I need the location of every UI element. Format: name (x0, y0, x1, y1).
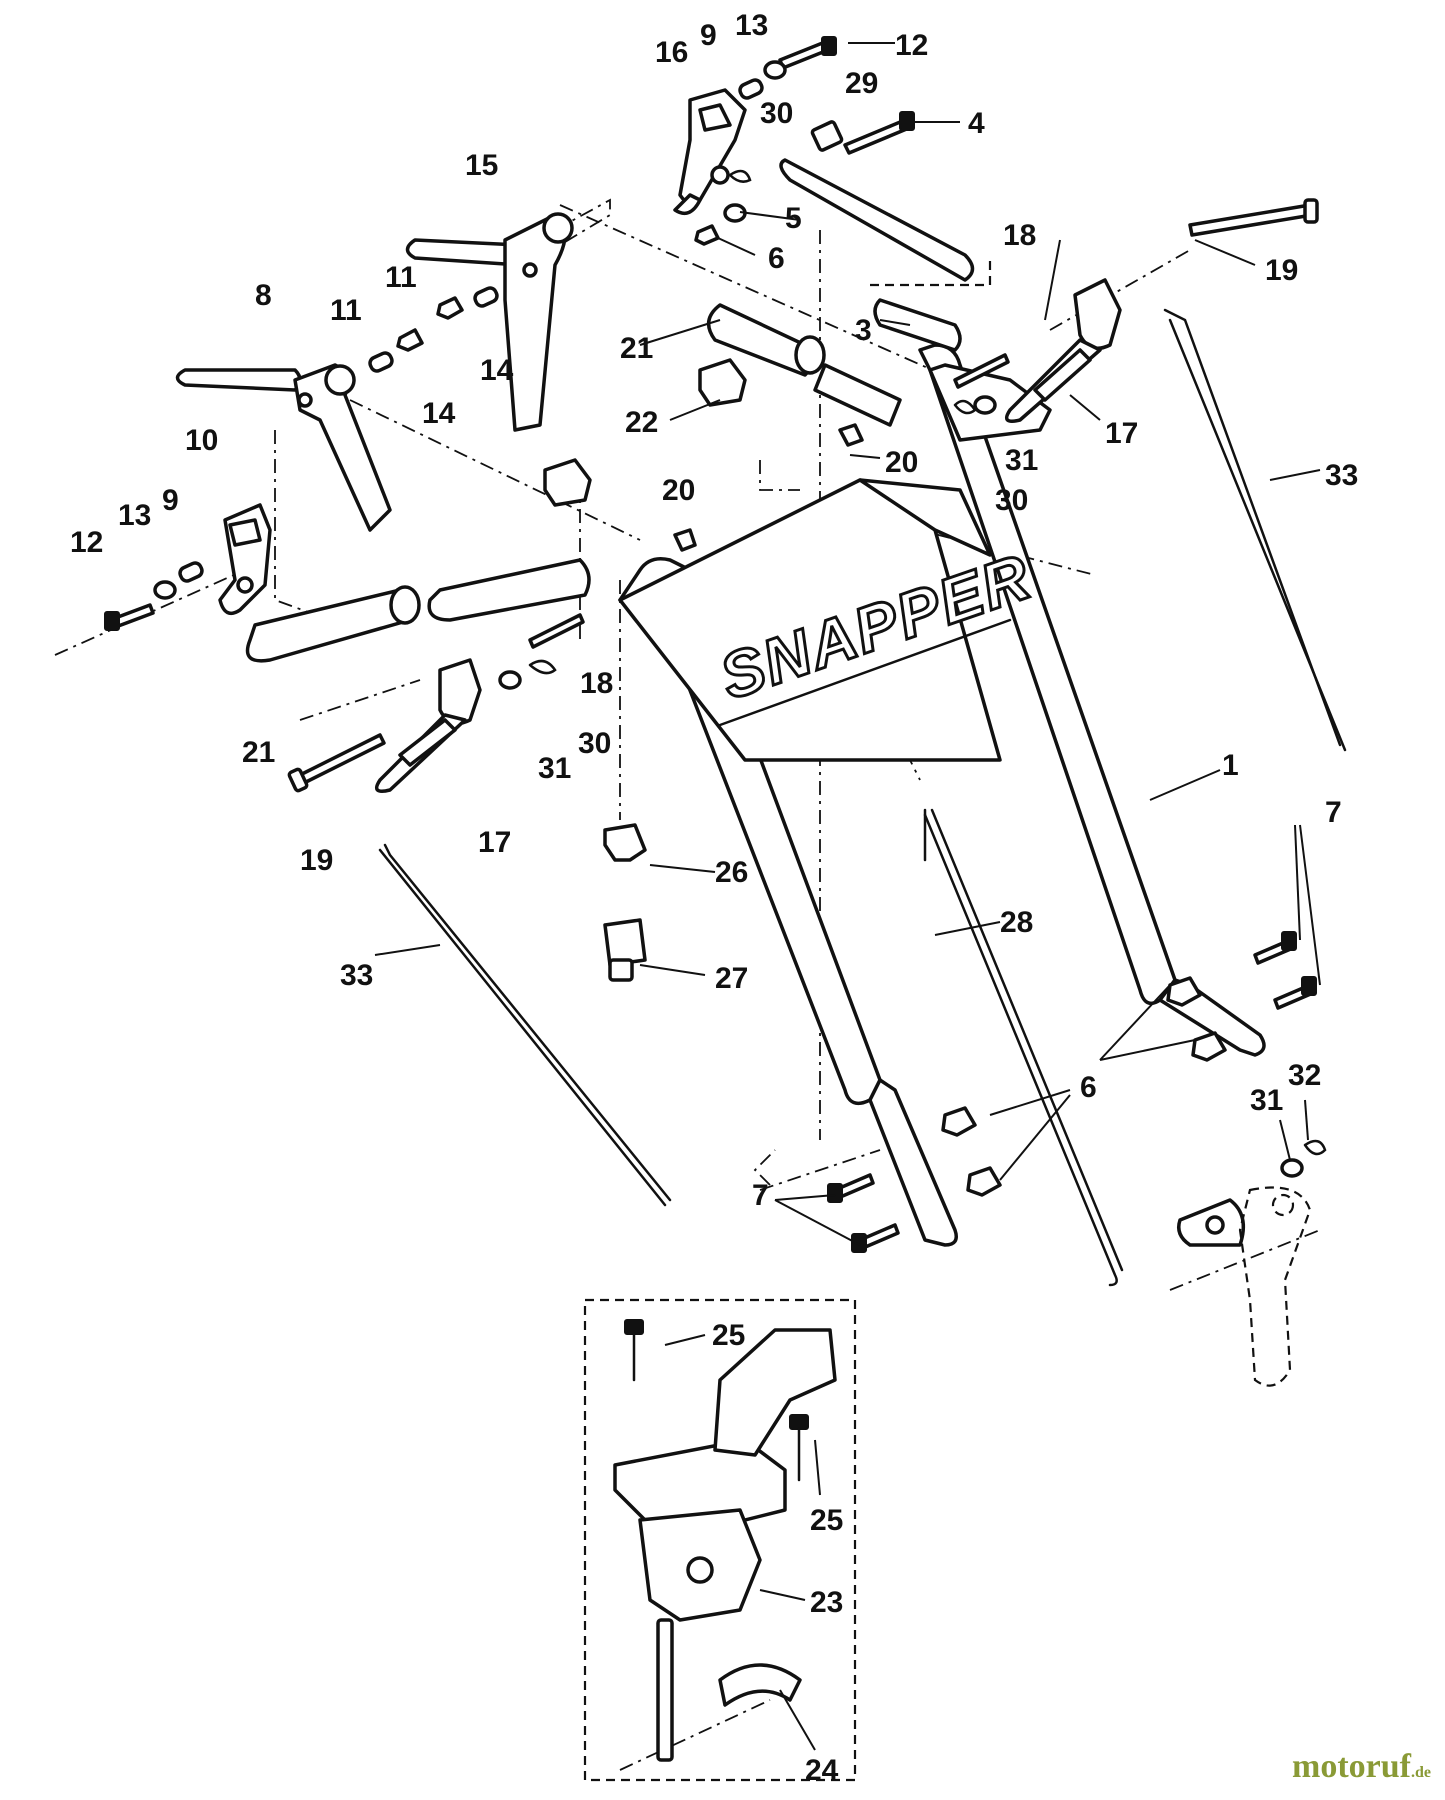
pins (287, 198, 1319, 793)
bracket-16 (673, 88, 747, 216)
callout-16: 16 (655, 36, 688, 69)
callout-25-lower: 25 (810, 1504, 843, 1537)
callout-24: 24 (805, 1754, 839, 1787)
callout-9-top: 9 (700, 19, 717, 52)
callout-26: 26 (715, 856, 748, 889)
callout-19-right: 19 (1265, 254, 1298, 287)
callout-1: 1 (1222, 749, 1239, 782)
lever-17-right (1004, 278, 1122, 423)
callout-25-top: 25 (712, 1319, 745, 1352)
callout-9-left: 9 (162, 484, 179, 517)
callout-10: 10 (185, 424, 218, 457)
callout-14-top: 14 (480, 354, 514, 387)
callout-17-right: 17 (1105, 417, 1138, 450)
lever-17-left (374, 658, 482, 793)
callout-8: 8 (255, 279, 272, 312)
callout-15: 15 (465, 149, 498, 182)
callout-21-left: 21 (242, 736, 275, 769)
callout-20-right: 20 (885, 446, 918, 479)
callout-6-top: 6 (768, 242, 785, 275)
callout-21-top: 21 (620, 332, 653, 365)
callout-13-left: 13 (118, 499, 151, 532)
callout-28: 28 (1000, 906, 1033, 939)
callout-29: 29 (845, 67, 878, 100)
callout-4: 4 (968, 107, 985, 140)
grip-right (706, 303, 902, 427)
callout-18-top: 18 (1003, 219, 1036, 252)
callout-6-right: 6 (1080, 1071, 1097, 1104)
callout-31-bottom: 31 (1250, 1084, 1283, 1117)
callout-27: 27 (715, 962, 748, 995)
callout-7-right: 7 (1325, 796, 1342, 829)
linkage-bracket (1177, 1186, 1312, 1387)
callout-32: 32 (1288, 1059, 1321, 1092)
lever-8 (175, 363, 392, 532)
watermark-logo: motoruf.de (1292, 1748, 1431, 1786)
callout-19-left: 19 (300, 844, 333, 877)
watermark-suffix: .de (1411, 1764, 1431, 1781)
callout-13-top: 13 (735, 9, 768, 42)
callout-11-left: 11 (330, 294, 362, 327)
callout-14-left: 14 (422, 397, 456, 430)
callout-leaders (374, 42, 1321, 1751)
callout-labels: 12 13 9 16 29 30 4 5 6 15 11 14 8 11 14 … (70, 9, 1358, 1787)
callout-33-left: 33 (340, 959, 373, 992)
callout-5: 5 (785, 202, 802, 235)
callout-20-left: 20 (662, 474, 695, 507)
callout-30-right: 30 (995, 484, 1028, 517)
callout-30-top: 30 (760, 97, 793, 130)
rods (378, 308, 1347, 1287)
callout-18-left: 18 (580, 667, 613, 700)
callout-17-left: 17 (478, 826, 511, 859)
handle-frame (618, 343, 1266, 1247)
watermark-name: motoruf (1292, 1748, 1411, 1785)
callout-12-left: 12 (70, 526, 103, 559)
control-bar (779, 158, 992, 352)
inset-detail (583, 1298, 857, 1782)
callout-33-right: 33 (1325, 459, 1358, 492)
callout-30-left: 30 (578, 727, 611, 760)
callout-31-right: 31 (1005, 444, 1038, 477)
callout-11-top: 11 (385, 261, 417, 294)
lever-15 (405, 212, 574, 432)
callout-22: 22 (625, 406, 658, 439)
callout-7-lower: 7 (752, 1179, 769, 1212)
callout-31-left: 31 (538, 752, 571, 785)
callout-23: 23 (810, 1586, 843, 1619)
callout-12-top: 12 (895, 29, 928, 62)
hardware (104, 36, 1327, 1253)
bracket-10 (218, 503, 272, 616)
callout-3: 3 (855, 314, 872, 347)
grip-left (245, 558, 591, 663)
